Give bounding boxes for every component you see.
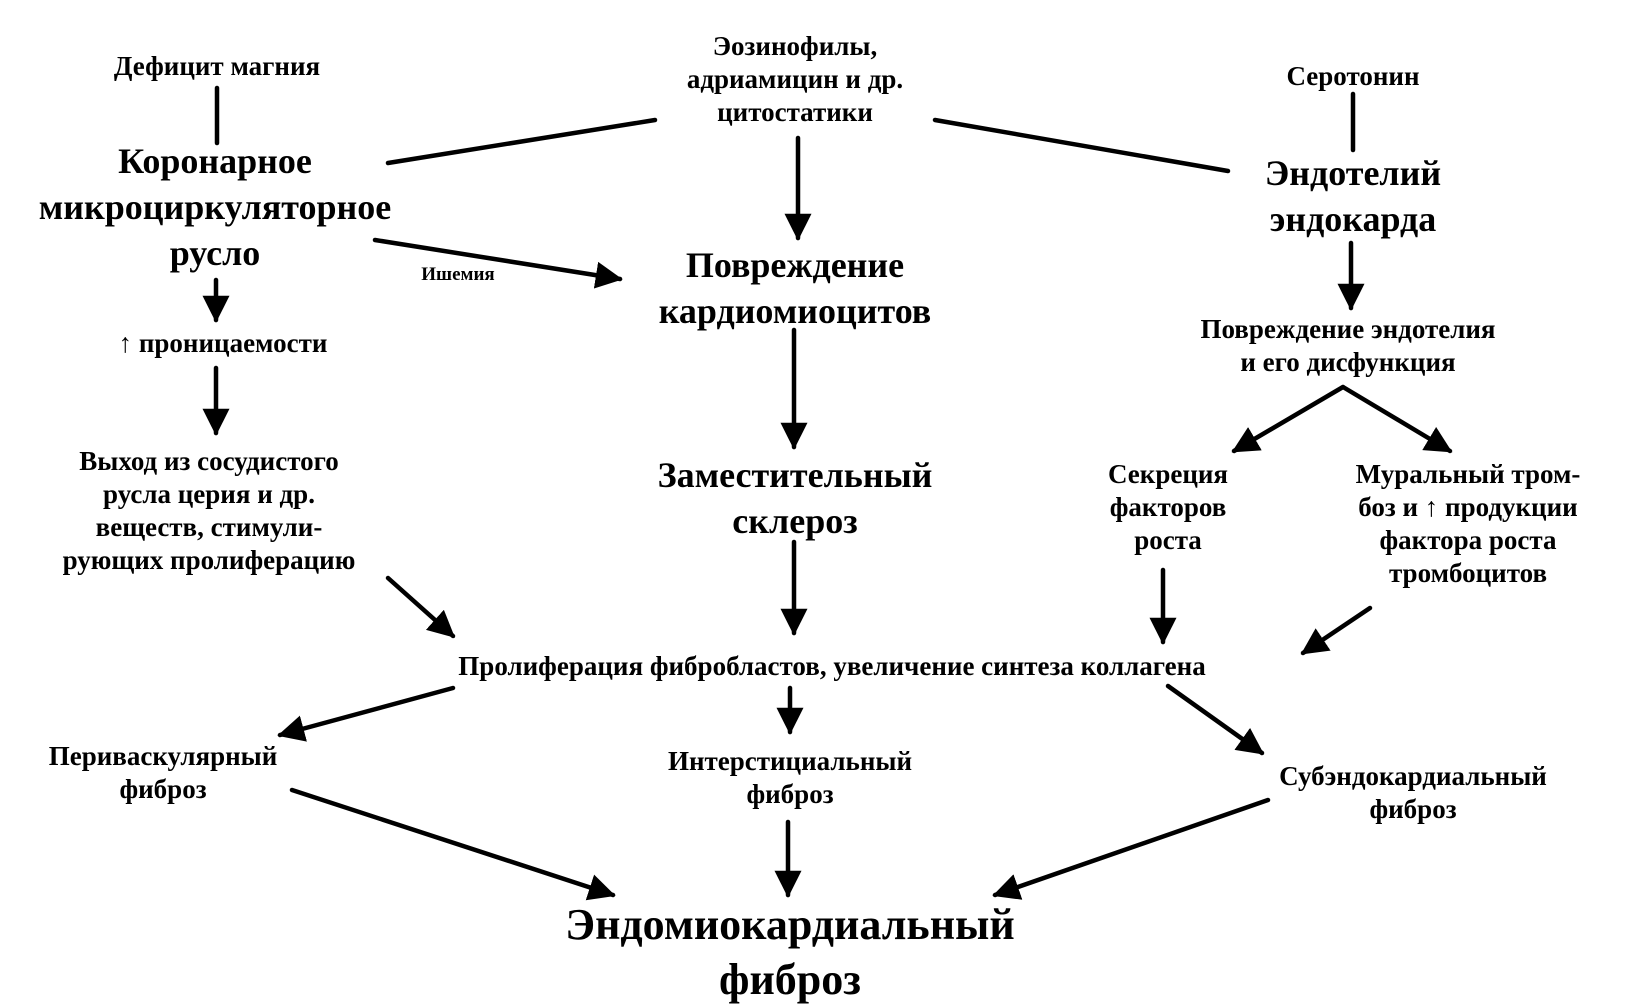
node-mural-thrombosis: Муральный тром- боз и ↑ продукции фактор… [1323,458,1613,590]
node-text: склероз [732,501,858,542]
node-text: Субэндокардиальный [1279,761,1547,791]
node-subendocardial-fibrosis: Субэндокардиальный фиброз [1248,760,1578,826]
node-text: факторов [1109,491,1227,522]
arrow-proliferation-perivascular [277,685,456,742]
node-text: Эндотелий [1264,153,1442,193]
node-text: Эндомиокардиальный [565,900,1015,949]
node-text: Пролиферация фибробластов, увеличение си… [458,651,1206,681]
node-text: эндокарда [1269,199,1437,240]
node-text: Интерстициальный [667,746,913,776]
node-serotonin: Серотонин [1243,60,1463,93]
node-text: тромбоцитов [1388,557,1548,588]
node-eosinophils: Эозинофилы, адриамицин и др. цитостатики [655,30,935,129]
node-text: рующих пролиферацию [62,544,356,575]
node-text: цитостатики [717,96,873,127]
node-text: роста [1134,524,1202,555]
node-text: кардиомиоцитов [658,291,932,332]
node-permeability: ↑ проницаемости [78,327,368,360]
node-text: боз и ↑ продукции [1358,491,1578,522]
node-growth-factor-secretion: Секреция факторов роста [1078,458,1258,557]
node-text: веществ, стимули- [95,511,323,542]
node-text: микроциркуляторное [38,187,392,228]
node-fibroblast-proliferation: Пролиферация фибробластов, увеличение си… [362,650,1302,683]
arrow-coronary-damage [372,237,623,289]
node-replacement-sclerosis: Заместительный склероз [630,452,960,544]
node-text: адриамицин и др. [686,63,904,94]
node-text: Серотонин [1286,61,1420,91]
link-eosinophils-endothelium [932,117,1231,174]
node-text: фиброз [1369,793,1457,824]
node-text: Дефицит магния [113,51,321,81]
node-text: Ишемия [421,264,495,285]
arrow-dysfunction-mural [1340,384,1453,454]
node-perivascular-fibrosis: Периваскулярный фиброз [18,740,308,806]
node-text: Выход из сосудистого [79,446,339,476]
node-text: Периваскулярный [48,741,278,771]
node-cardiomyocyte-damage: Повреждение кардиомиоцитов [625,242,965,334]
node-text: Эозинофилы, [712,31,878,61]
node-endocardium-endothelium: Эндотелий эндокарда [1233,150,1473,242]
node-ischemia: Ишемия [403,263,513,286]
node-text: ↑ проницаемости [118,328,328,358]
node-text: фиброз [119,773,207,804]
node-coronary-bed: Коронарное микроциркуляторное русло [25,138,405,276]
node-endothelial-damage: Повреждение эндотелия и его дисфункция [1178,313,1518,379]
node-interstitial-fibrosis: Интерстициальный фиброз [640,745,940,811]
arrow-exit-proliferation [385,575,456,639]
node-text: фиброз [746,778,834,809]
link-eosinophils-coronary [385,117,658,166]
node-text: русло [169,233,261,274]
arrow-perivascular-endomyocardial [289,787,616,901]
node-text: Повреждение [685,245,905,285]
node-endomyocardial-fibrosis: Эндомиокардиальный фиброз [530,897,1050,1007]
node-text: Коронарное [118,141,312,181]
node-text: и его дисфункция [1240,346,1456,377]
node-exit-from-vessels: Выход из сосудистого русла церия и др. в… [14,445,404,577]
arrow-subendocardial-endomyocardial [992,797,1271,900]
arrow-proliferation-subendocardial [1165,683,1265,756]
node-text: фактора роста [1379,524,1557,555]
node-text: Повреждение эндотелия [1200,314,1496,344]
node-magnesium-deficit: Дефицит магния [107,50,327,83]
node-text: фиброз [719,955,861,1004]
node-text: русла церия и др. [103,478,315,509]
node-text: Муральный тром- [1355,459,1581,489]
node-text: Секреция [1107,459,1229,489]
node-text: Заместительный [657,455,933,495]
arrow-mural-proliferation [1300,605,1373,656]
arrow-dysfunction-growth [1231,384,1346,454]
